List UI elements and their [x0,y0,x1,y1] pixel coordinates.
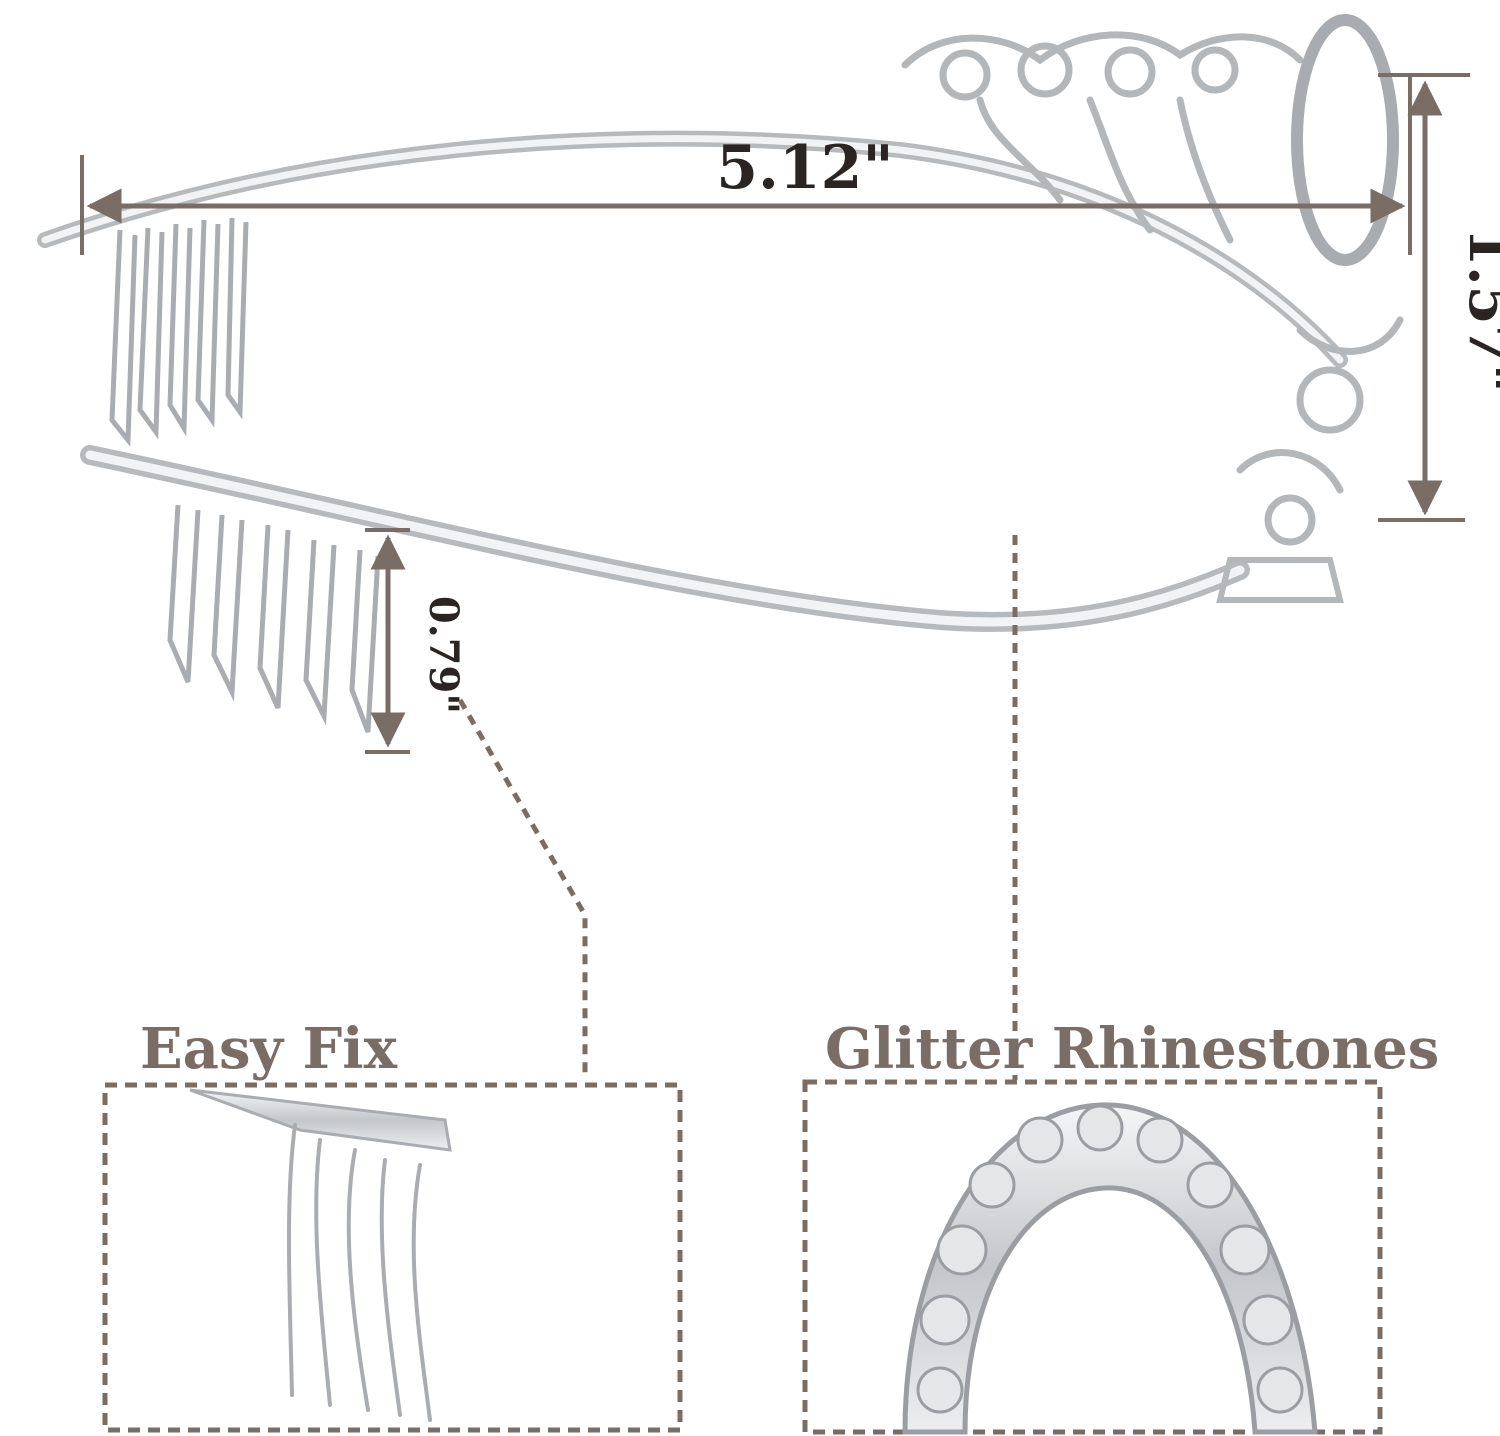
lower-comb [167,504,381,733]
height-label: 1.57" [1456,227,1500,393]
easy-fix-title: Easy Fix [140,1016,398,1082]
width-label: 5.12" [716,133,893,203]
tiara-headband [37,14,1404,733]
comb-dimension: 0.79" [365,528,467,754]
crown-ornament [901,14,1404,603]
comb-label: 0.79" [420,596,467,714]
rhinestone-closeup [902,1102,1318,1435]
width-dimension: 5.12" [80,75,1412,255]
height-dimension: 1.57" [1378,73,1500,522]
comb-closeup [189,1088,452,1422]
glitter-rhinestones-title: Glitter Rhinestones [825,1016,1439,1082]
easy-fix-frame [102,1082,683,1433]
leader-lines [457,535,1018,1080]
glitter-rhinestones-frame [802,1079,1383,1435]
upper-comb [109,217,249,447]
